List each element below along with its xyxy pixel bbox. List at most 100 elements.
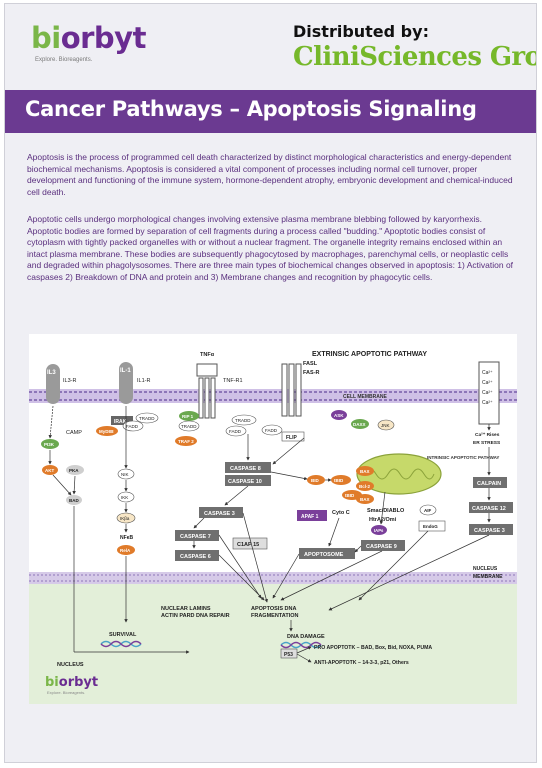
tnfa-label: TNFα [200, 352, 215, 358]
caspase7-label: CASPASE 7 [180, 534, 211, 540]
rela-label: RelA [120, 548, 131, 553]
il1-label: IL-1 [120, 368, 131, 374]
ca-label-4: Ca²⁺ [482, 400, 493, 406]
pi3k-label: PI3K [44, 442, 55, 447]
nik-label: NIK [121, 472, 129, 477]
footer-logo-tagline: Explore. Bioreagents. [47, 690, 86, 695]
survival-branch: PI3K CAMP AKT PKA BAD [41, 405, 190, 654]
rip1-node [179, 411, 199, 421]
smac-label: Smac/DIABLO [367, 508, 405, 514]
page-title: Cancer Pathways – Apoptosis Signaling [25, 97, 477, 121]
nucleus-region [29, 584, 517, 704]
intro-paragraph: Apoptosis is the process of programmed c… [27, 152, 513, 197]
nucleus-membrane-label-1: NUCLEUS [473, 566, 498, 572]
tnfr1-label: TNF-R1 [223, 378, 243, 384]
cytc-label: Cyto C [332, 510, 350, 516]
cell-membrane [29, 389, 517, 403]
mitochondria: INTRINSIC APOPTOTIC PATHWAY BID tBID BAX… [270, 453, 499, 601]
tbid-label-b: tBID [345, 493, 355, 498]
caspase8-label: CASPASE 8 [230, 466, 261, 472]
bcl2-label: Bcl-2 [359, 484, 371, 489]
bcl2-node [356, 481, 374, 491]
tbid-label-a: tBID [334, 478, 344, 483]
fadd-label-a: FADD [126, 424, 139, 429]
ikk-label: IKK [121, 495, 128, 500]
bax-label-a: BAX [360, 469, 370, 474]
caspase6-label: CASPASE 6 [180, 554, 211, 560]
logo-part-b: orbyt [60, 21, 147, 55]
rela-node [117, 545, 135, 555]
tbid-node-a [331, 475, 351, 485]
fadd-label-b: FADD [229, 429, 242, 434]
tradd-label-a: TRADD [139, 416, 155, 421]
bid-node [307, 475, 325, 485]
ca-label-3: Ca²⁺ [482, 390, 493, 396]
apaf1-box [297, 510, 327, 521]
ask-label: ASK [334, 413, 344, 418]
caspase12-box [469, 502, 513, 513]
caspase-cascade: CASPASE 8 CASPASE 10 CASPASE 3 CASPASE 7… [175, 434, 405, 603]
bax-node-b [356, 494, 374, 504]
daxx-node [351, 419, 369, 429]
cell-membrane-label: CELL MEMBRANE [343, 394, 387, 400]
ca-label-1: Ca²⁺ [482, 370, 493, 376]
er-stress-branch: Ca²⁺ Rises ER STRESS CALPAIN CASPASE 12 … [328, 424, 513, 611]
caspase7-box [175, 530, 219, 541]
pathway-svg: CELL MEMBRANE EXTRINSIC APOPTOTIC PATHWA… [29, 351, 517, 704]
nfkb-label: NFκB [120, 535, 133, 541]
dna-frag-label-1: APOPTOSIS DNA [251, 606, 296, 612]
caspase3-right-label: CASPASE 3 [474, 528, 505, 534]
il1-receptor: IL-1 IL1-R [119, 362, 150, 404]
myd88-label: MyD88 [99, 429, 114, 434]
ca-label-2: Ca²⁺ [482, 380, 493, 386]
aif-node [419, 504, 437, 516]
apoptosome-label: APOPTOSOME [304, 552, 344, 558]
caspase12-label: CASPASE 12 [472, 506, 506, 512]
nfkb-branch: IRAK MyD88 FADD TRADD NIK IKK IKβa NFκB … [96, 406, 159, 623]
myd88-node [96, 426, 118, 436]
endog-box [418, 520, 446, 532]
p53-label: P53 [284, 652, 293, 658]
caspase3-box [199, 507, 243, 518]
caspase9-label: CASPASE 9 [366, 544, 397, 550]
ikk-node [117, 491, 135, 503]
pi3k-node [41, 439, 59, 449]
nuclear-membrane [29, 572, 517, 584]
lamins-label-2: ACTIN PARD DNA REPAIR [161, 613, 230, 619]
irak-box [111, 416, 133, 425]
fadd-label-c: FADD [265, 428, 278, 433]
jnk-label: JNK [381, 423, 390, 428]
fadd-node-a [122, 420, 144, 432]
caspase10-label: CASPASE 10 [228, 479, 262, 485]
p53-box [280, 648, 298, 659]
mitochondrion [356, 453, 442, 495]
fasl-label: FASL [303, 361, 318, 367]
jnk-node [377, 419, 395, 431]
ca-rises-label: Ca²⁺ Rises [475, 432, 500, 438]
tradd-node-c [231, 414, 257, 426]
fadd-node-b [225, 425, 247, 437]
aif-label: AIF [424, 508, 432, 513]
calpain-label: CALPAIN [477, 481, 501, 487]
tradd-node-b [178, 420, 200, 432]
fadd-node-c [261, 424, 283, 436]
bax-node-a [356, 466, 374, 476]
caspase8-box [225, 462, 271, 473]
caspase3-label: CASPASE 3 [204, 511, 235, 517]
survival-label: SURVIVAL [109, 632, 137, 638]
akt-label: AKT [45, 468, 54, 473]
fas-receptor: FASL FAS-R [281, 361, 320, 417]
iaps-node [371, 525, 387, 535]
pro-apoptotic-label: PRO APOPTOTK – BAD, Box, Bid, NOXA, PUMA [314, 645, 432, 651]
endog-label: EndoG [423, 524, 438, 529]
calcium-channel: Ca²⁺ Ca²⁺ Ca²⁺ Ca²⁺ [478, 361, 500, 425]
rip1-label: RIP 1 [182, 414, 194, 419]
ikba-node [116, 512, 136, 524]
caspase9-box [361, 540, 405, 551]
diagram-title: EXTRINSIC APOPTOTIC PATHWAY [312, 351, 427, 358]
nucleus-membrane-label-2: MEMBRANE [473, 574, 503, 580]
daxx-label: DAXX [353, 422, 366, 427]
pka-label: PKA [69, 468, 79, 473]
tradd-label-c: TRADD [235, 418, 251, 423]
footer-logo-part-b: orbyt [58, 675, 99, 690]
